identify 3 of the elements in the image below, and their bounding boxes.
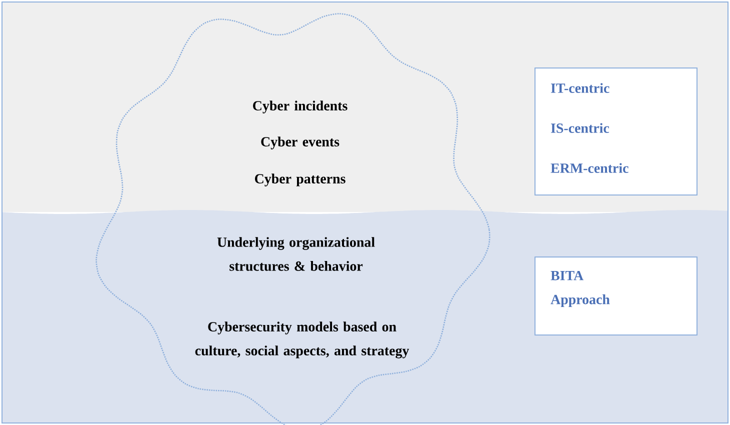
iceberg: Cyber incidents Cyber events Cyber patterns Underlying organizational structures & behavior Cybersecurity models based on culture, social aspects, and strategy bbox=[96, 13, 490, 425]
text-box: BITA Approach bbox=[534, 256, 698, 336]
text-box: IT-centric IS-centric ERM-centric bbox=[534, 68, 698, 196]
